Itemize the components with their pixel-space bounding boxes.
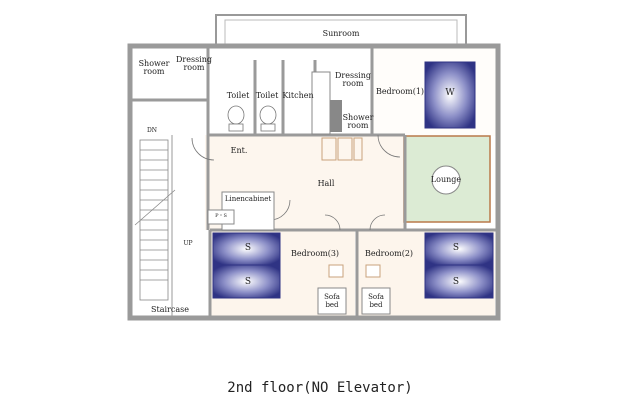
room-label-dressing-room: Dressing room — [175, 55, 213, 72]
room-label-linen-cabinet: Linencabinet — [224, 195, 272, 203]
interior-walls — [130, 46, 498, 318]
lounge-table — [431, 165, 461, 195]
room-label-sunroom: Sunroom — [322, 29, 360, 38]
dining-table — [321, 137, 337, 161]
double-bed — [424, 61, 476, 129]
room-label-bedroom-2: Bedroom(2) — [364, 249, 414, 258]
room-label-staircase: Staircase — [151, 305, 189, 314]
stair-up-label: UP — [183, 240, 193, 247]
ps-shaft — [207, 209, 235, 225]
single-bed-label: S — [244, 277, 252, 287]
room-label-toilet: Toilet — [255, 91, 279, 100]
room-label-ps: P・S — [215, 213, 227, 219]
room-label-shower-room: Shower room — [342, 113, 374, 130]
double-bed-label: W — [445, 88, 455, 98]
toilet-fixtures — [227, 105, 277, 132]
floor-caption: 2nd floor(NO Elevator) — [227, 380, 413, 396]
single-bed — [424, 264, 494, 299]
single-bed-label: S — [452, 277, 460, 287]
lounge-floor — [403, 135, 491, 223]
outer-wall — [127, 43, 501, 321]
single-bed — [212, 264, 281, 299]
single-bed — [212, 232, 281, 266]
staircase-steps — [134, 139, 176, 301]
room-label-bedroom-3: Bedroom(3) — [290, 249, 340, 258]
room-label-hall: Hall — [317, 179, 335, 188]
kitchen-counter — [311, 71, 331, 135]
stair-down-label: DN — [146, 127, 158, 134]
room-label-dressing-room: Dressing room — [334, 71, 372, 88]
sofa-bed-label: Sofa bed — [324, 293, 340, 309]
room-label-bedroom-1: Bedroom(1) — [375, 87, 425, 96]
single-bed-label: S — [244, 243, 252, 253]
room-label-lounge: Lounge — [430, 175, 462, 184]
room-label-kitchen: Kitchen — [282, 91, 314, 100]
sofa-bed — [317, 287, 347, 315]
room-label-shower-room: Shower room — [138, 59, 170, 76]
room-label-entrance: Ent. — [230, 146, 248, 155]
sofa-bed — [361, 287, 391, 315]
sofa-bed-label: Sofa bed — [368, 293, 384, 309]
single-bed — [424, 232, 494, 266]
room-label-toilet: Toilet — [226, 91, 250, 100]
single-bed-label: S — [452, 243, 460, 253]
